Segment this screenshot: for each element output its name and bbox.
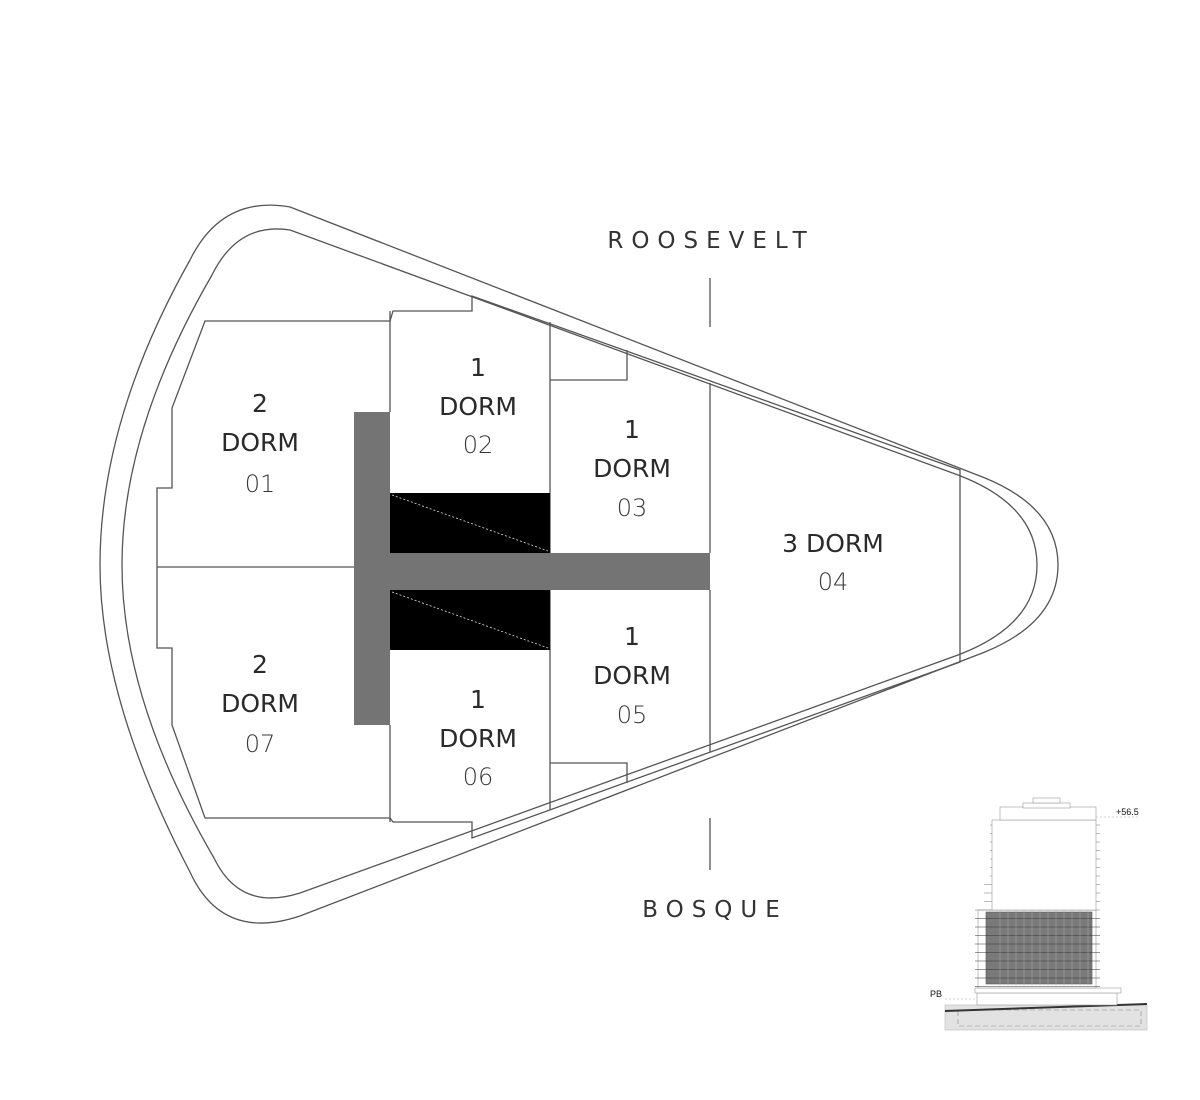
unit-type: DORM	[593, 661, 671, 690]
unit-number: 05	[617, 701, 648, 729]
unit-bedrooms: 2	[252, 650, 268, 679]
elevation-ground-level: PB	[930, 989, 942, 999]
unit-bedrooms: 1	[624, 415, 640, 444]
unit-type: DORM	[439, 724, 517, 753]
unit-number: 03	[617, 494, 648, 522]
stair-core-bottom	[390, 590, 550, 650]
corridor-vertical	[354, 412, 390, 725]
unit-bedrooms: 2	[252, 389, 268, 418]
unit-03[interactable]: 1 DORM 03	[593, 415, 671, 522]
unit-number: 06	[463, 763, 494, 791]
unit-07[interactable]: 2 DORM 07	[221, 650, 299, 758]
unit-number: 07	[245, 730, 276, 758]
unit-bedrooms: 1	[624, 622, 640, 651]
unit-04[interactable]: 3 DORM 04	[782, 529, 884, 596]
terrace-inner-outline	[121, 228, 1038, 899]
unit-bedrooms: 1	[470, 353, 486, 382]
unit-type: DORM	[593, 454, 671, 483]
elevation-top-level: +56.5	[1116, 807, 1139, 817]
building-elevation-thumbnail	[944, 797, 1148, 1031]
street-label-south: BOSQUE	[642, 897, 788, 923]
unit-01[interactable]: 2 DORM 01	[221, 389, 299, 498]
unit-number: 02	[463, 431, 494, 459]
unit-02[interactable]: 1 DORM 02	[439, 353, 517, 459]
unit-number: 01	[245, 470, 276, 498]
building-walls	[156, 295, 961, 839]
unit-06[interactable]: 1 DORM 06	[439, 685, 517, 791]
unit-type: 3 DORM	[782, 529, 884, 558]
unit-05[interactable]: 1 DORM 05	[593, 622, 671, 729]
terrace-outer-outline	[99, 204, 1059, 924]
stair-core-top	[390, 493, 550, 553]
corridor-horizontal	[390, 553, 710, 590]
unit-bedrooms: 1	[470, 685, 486, 714]
unit-type: DORM	[221, 689, 299, 718]
street-label-north: ROOSEVELT	[607, 228, 814, 254]
unit-number: 04	[818, 568, 849, 596]
unit-type: DORM	[439, 392, 517, 421]
unit-type: DORM	[221, 428, 299, 457]
